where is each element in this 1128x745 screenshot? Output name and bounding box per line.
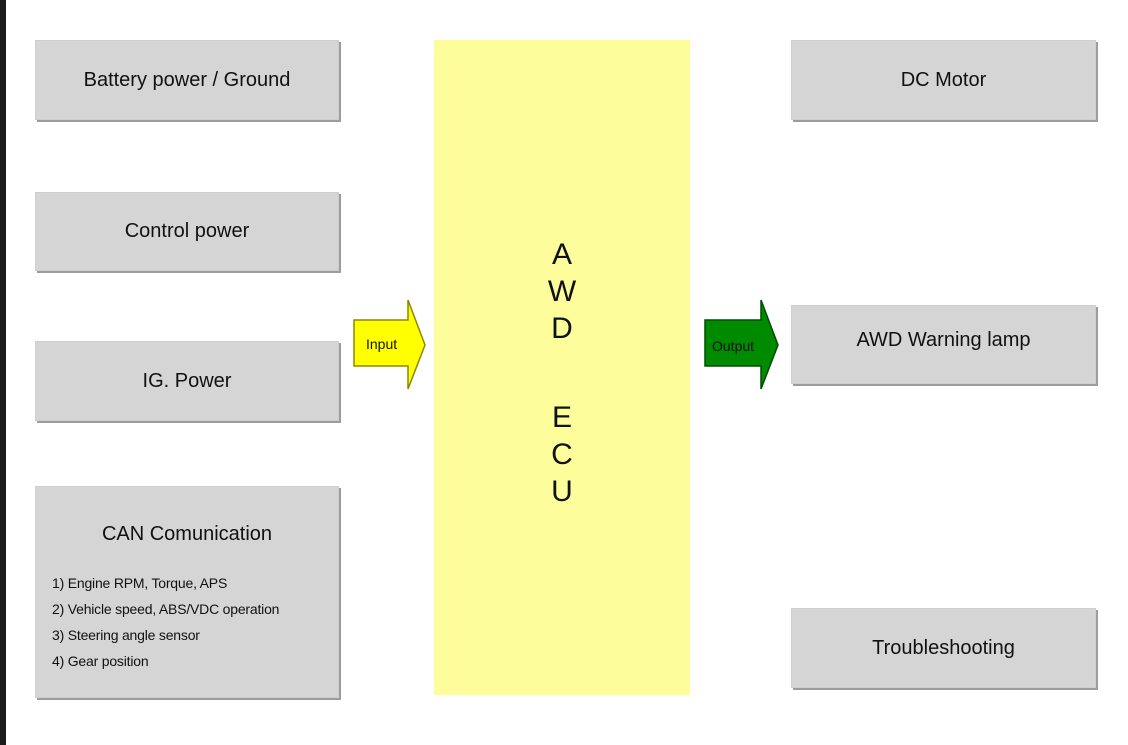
- can-communication-box: CAN Comunication 1) Engine RPM, Torque, …: [35, 486, 339, 698]
- ecu-letter: A: [551, 238, 572, 271]
- troubleshooting-box: Troubleshooting: [791, 608, 1096, 688]
- can-signal-item: 3) Steering angle sensor: [52, 627, 200, 643]
- ecu-letter: U: [551, 475, 573, 508]
- dc-motor-box: DC Motor: [791, 40, 1096, 120]
- awd-warning-lamp-label: AWD Warning lamp: [856, 329, 1031, 351]
- can-signal-list: 1) Engine RPM, Torque, APS 2) Vehicle sp…: [52, 570, 279, 674]
- ecu-letter-spacer: [434, 347, 690, 399]
- ig-power-box: IG. Power: [35, 341, 339, 421]
- awd-ecu-block: A W D E C U: [434, 40, 690, 695]
- left-border: [0, 0, 6, 745]
- can-signal-item: 4) Gear position: [52, 653, 149, 669]
- output-arrow-shape: [704, 299, 779, 390]
- input-arrow: [353, 299, 426, 390]
- ecu-letter: C: [551, 438, 573, 471]
- can-communication-title: CAN Comunication: [101, 523, 273, 545]
- ecu-letter: D: [551, 312, 573, 345]
- ig-power-label: IG. Power: [142, 369, 232, 392]
- output-arrow-label: Output: [712, 338, 755, 354]
- control-power-label: Control power: [124, 220, 250, 242]
- input-arrow-label: Input: [366, 336, 398, 352]
- output-arrow: [704, 299, 779, 390]
- input-arrow-shape: [353, 299, 426, 390]
- troubleshooting-label: Troubleshooting: [872, 636, 1015, 659]
- ecu-letter: E: [551, 401, 572, 434]
- awd-warning-lamp-box: AWD Warning lamp: [791, 305, 1096, 384]
- dc-motor-label: DC Motor: [900, 68, 987, 91]
- battery-power-ground-label: Battery power / Ground: [83, 68, 291, 91]
- battery-power-ground-box: Battery power / Ground: [35, 40, 339, 120]
- ecu-vertical-label: A W D E C U: [434, 236, 690, 510]
- can-signal-item: 1) Engine RPM, Torque, APS: [52, 575, 228, 591]
- can-signal-item: 2) Vehicle speed, ABS/VDC operation: [52, 601, 280, 617]
- ecu-letter: W: [547, 275, 577, 308]
- control-power-box: Control power: [35, 192, 339, 271]
